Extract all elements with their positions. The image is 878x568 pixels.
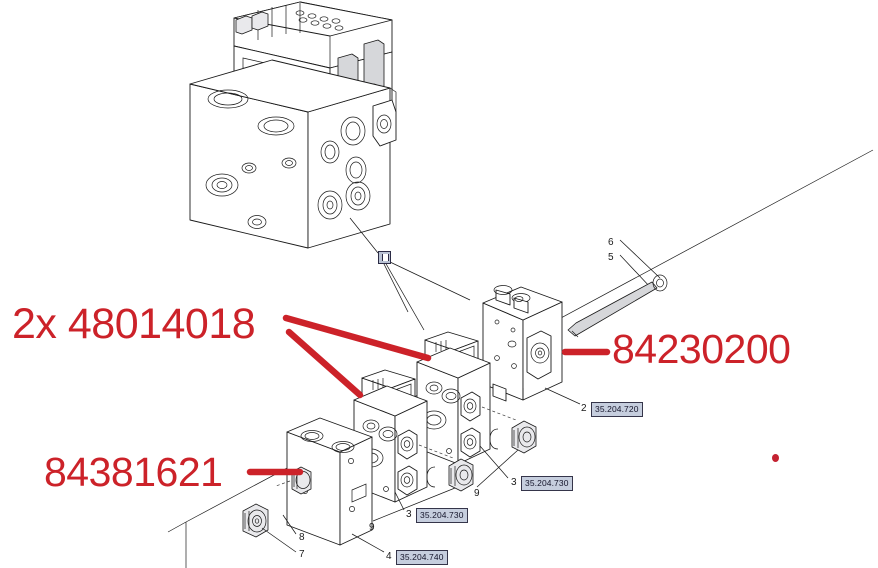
item-number: 7 bbox=[299, 549, 305, 560]
part-callout-box: 35.204.730 bbox=[521, 476, 573, 491]
plug-fitting-9a bbox=[476, 406, 537, 488]
explode-leader-lines bbox=[349, 217, 471, 331]
part-callout-box: 35.204.720 bbox=[591, 402, 643, 417]
item-number: 3 bbox=[511, 477, 517, 488]
item-number: 9 bbox=[474, 488, 480, 499]
item-number: 9 bbox=[369, 522, 375, 533]
annotation-84230200: 84230200 bbox=[612, 326, 791, 372]
item-number: 6 bbox=[608, 237, 614, 248]
valve-section-item-3a bbox=[416, 331, 509, 479]
item-number: 5 bbox=[608, 252, 614, 263]
detail-view-marker-icon bbox=[378, 251, 391, 264]
plug-fitting-7-8 bbox=[242, 480, 297, 553]
valve-section-item-2 bbox=[482, 285, 581, 405]
end-cover-plate-item-4 bbox=[286, 417, 385, 553]
plug-fitting-9b bbox=[372, 444, 474, 522]
leader-48014018-b bbox=[285, 328, 364, 399]
part-callout-box: 35.204.740 bbox=[396, 550, 448, 565]
leader-48014018-a bbox=[282, 314, 432, 362]
valve-section-item-3b bbox=[353, 369, 428, 511]
item-number: 4 bbox=[386, 551, 392, 562]
item-number: 3 bbox=[406, 509, 412, 520]
annotation-84381621: 84381621 bbox=[44, 449, 223, 495]
item-number: 2 bbox=[581, 403, 587, 414]
red-dot-marker bbox=[772, 454, 779, 462]
tie-rod-assembly bbox=[567, 239, 668, 338]
annotation-48014018: 2x 48014018 bbox=[12, 300, 256, 348]
part-callout-box: 35.204.730 bbox=[416, 508, 468, 523]
red-annotation-leaders bbox=[246, 314, 611, 476]
item-number: 8 bbox=[299, 532, 305, 543]
assembled-valve-stack bbox=[189, 1, 397, 249]
